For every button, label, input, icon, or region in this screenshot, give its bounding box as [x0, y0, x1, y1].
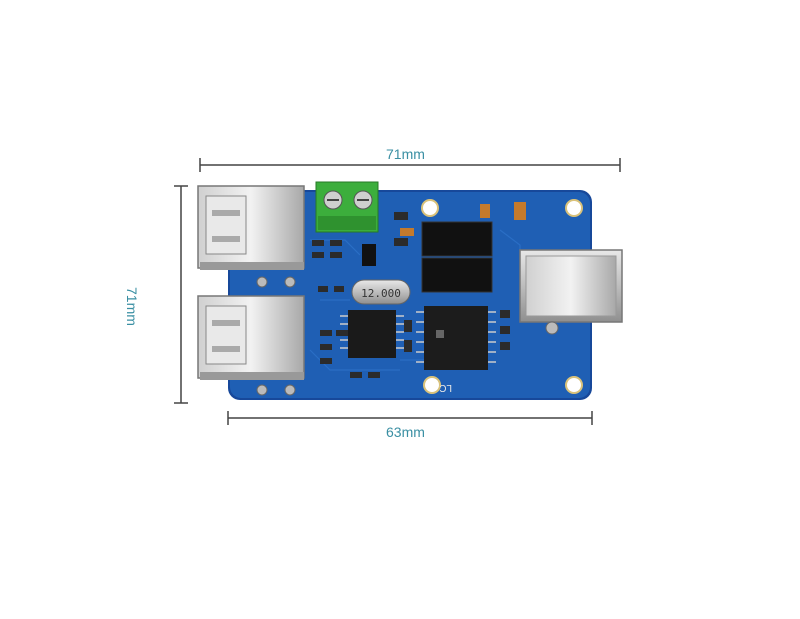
crystal-oscillator: 12.000 [351, 279, 411, 305]
dimension-label-left: 71mm [124, 287, 140, 326]
ic-chip-left [340, 310, 404, 358]
silkscreen-label: LC [439, 382, 452, 393]
smd-components [312, 202, 526, 378]
dimension-label-bottom: 63mm [386, 424, 425, 440]
black-component-top [421, 221, 493, 293]
terminal-block [315, 181, 379, 233]
dimension-line-bottom [227, 411, 593, 425]
usb-b-port [519, 249, 623, 335]
ic-chip-main [416, 306, 496, 370]
dimension-line-top [199, 158, 621, 172]
usb-a-port-bottom [197, 295, 305, 396]
dimension-line-left [174, 185, 188, 404]
crystal-label: 12.000 [361, 287, 401, 300]
dimension-label-top: 71mm [386, 146, 425, 162]
usb-a-port-top [197, 185, 305, 288]
